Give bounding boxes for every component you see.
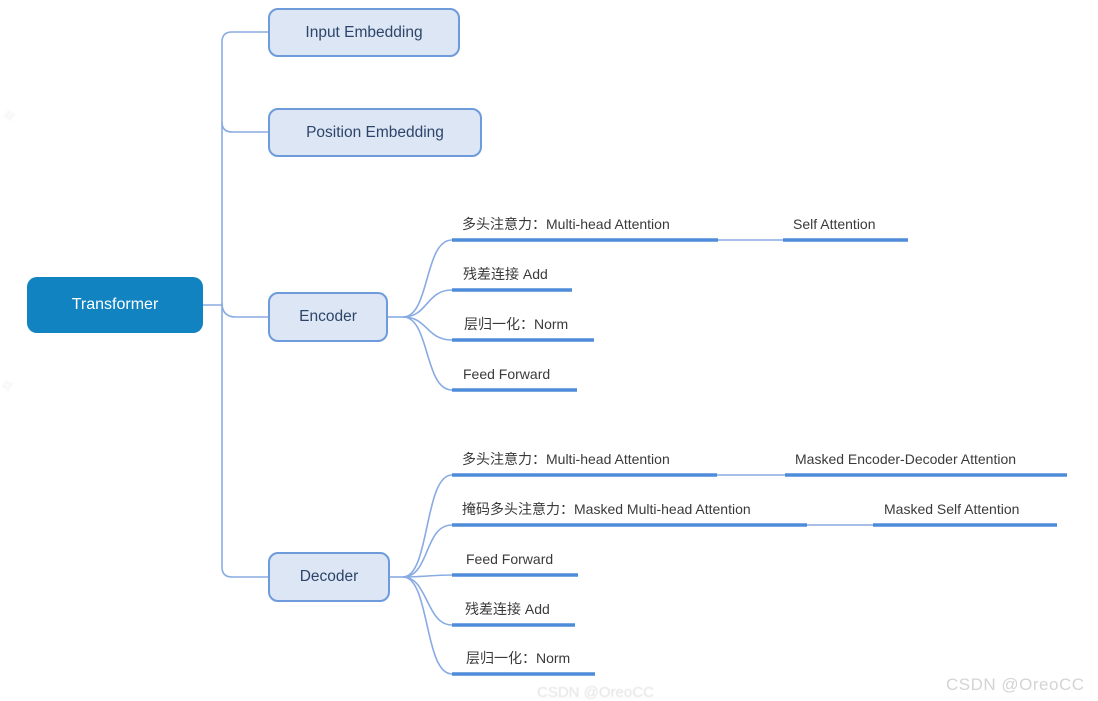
root-node-transformer[interactable]: Transformer (27, 277, 203, 333)
encoder-topic-self-attention[interactable]: Self Attention (793, 216, 876, 232)
node-encoder[interactable]: Encoder (268, 292, 388, 342)
encoder-topic-layer-norm[interactable]: 层归一化：Norm (464, 316, 569, 332)
decoder-topic-layer-norm[interactable]: 层归一化：Norm (466, 650, 571, 666)
decoder-topic-masked-self-attention[interactable]: Masked Self Attention (884, 501, 1020, 517)
encoder-topic-multihead-attention[interactable]: 多头注意力：Multi-head Attention (462, 216, 670, 232)
node-label: Decoder (299, 568, 359, 585)
encoder-topic-residual-add[interactable]: 残差连接 Add (463, 266, 548, 282)
node-label: Encoder (299, 308, 357, 325)
node-label: Input Embedding (305, 23, 423, 41)
csdn-watermark-fragment: CSDN @OreoCC (537, 684, 654, 701)
decoder-topic-multihead-attention[interactable]: 多头注意力：Multi-head Attention (462, 451, 670, 467)
root-node-label: Transformer (71, 296, 159, 313)
decoder-topic-feed-forward[interactable]: Feed Forward (466, 551, 554, 567)
decoder-topic-masked-multihead-attention[interactable]: 掩码多头注意力：Masked Multi-head Attention (462, 501, 751, 517)
node-input-embedding[interactable]: Input Embedding (268, 8, 460, 57)
node-position-embedding[interactable]: Position Embedding (268, 108, 482, 157)
decoder-topic-masked-encoder-decoder-attention[interactable]: Masked Encoder-Decoder Attention (795, 451, 1017, 467)
node-decoder[interactable]: Decoder (268, 552, 390, 602)
node-label: Position Embedding (306, 123, 444, 141)
csdn-watermark: CSDN @OreoCC (946, 675, 1085, 694)
encoder-topic-feed-forward[interactable]: Feed Forward (463, 366, 551, 382)
decoder-topic-residual-add[interactable]: 残差连接 Add (465, 601, 550, 617)
